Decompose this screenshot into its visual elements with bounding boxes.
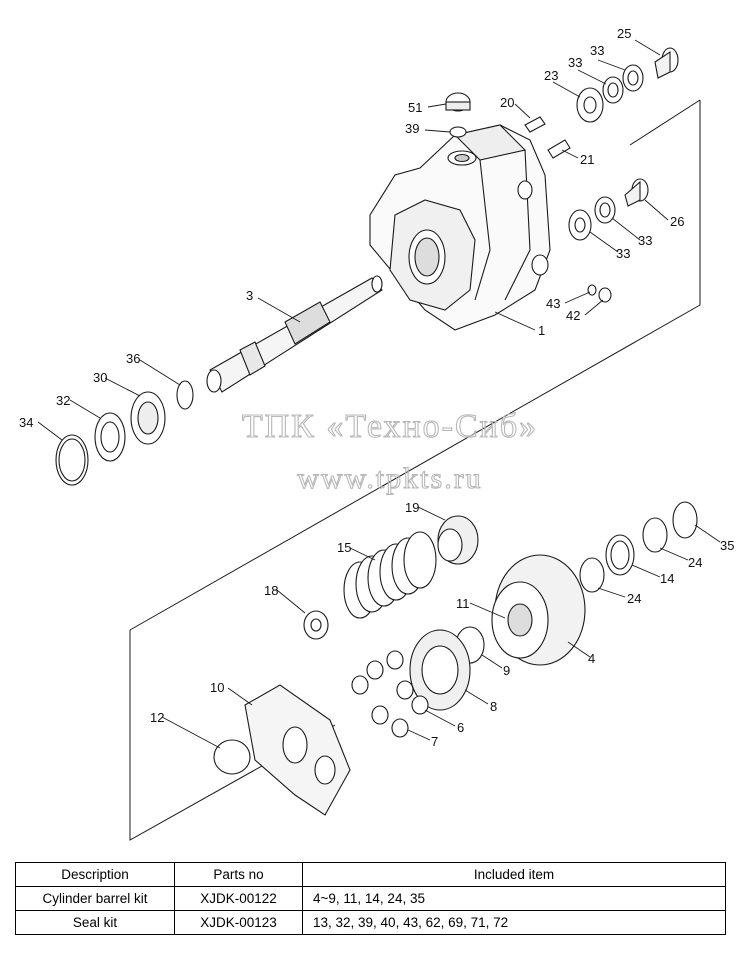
ring-24b <box>642 517 668 553</box>
header-parts-no: Parts no <box>174 862 303 887</box>
callout-51: 51 <box>408 100 422 115</box>
cell-parts-no: XJDK-00123 <box>174 910 303 935</box>
frame-line-upper <box>129 100 701 631</box>
bearing-and-rings <box>55 380 194 486</box>
leader-lines <box>37 39 721 749</box>
pistons-7 <box>351 650 429 738</box>
table-row: Seal kit XJDK-00123 13, 32, 39, 40, 43, … <box>15 910 726 935</box>
ball-12 <box>213 739 251 775</box>
rotating-group <box>213 501 698 816</box>
cell-description: Cylinder barrel kit <box>15 886 175 911</box>
callout-26: 26 <box>670 214 684 229</box>
cell-included-item: 13, 32, 39, 40, 43, 62, 69, 71, 72 <box>302 910 726 935</box>
callout-8: 8 <box>490 699 497 714</box>
callout-33: 33 <box>590 43 604 58</box>
callout-18: 18 <box>264 583 278 598</box>
callout-19: 19 <box>405 500 419 515</box>
callout-35: 35 <box>720 538 734 553</box>
small-hardware <box>445 47 679 303</box>
callout-1: 1 <box>538 323 545 338</box>
callout-32: 32 <box>56 393 70 408</box>
callout-3: 3 <box>246 288 253 303</box>
watermark-company: ТПК «Техно-Сиб» <box>242 408 538 445</box>
table-row: Cylinder barrel kit XJDK-00122 4~9, 11, … <box>15 886 726 911</box>
callout-11: 11 <box>456 596 470 611</box>
exploded-parts-diagram: ТПК «Техно-Сиб» www.tpkts.ru <box>19 26 734 841</box>
callout-42: 42 <box>566 308 580 323</box>
pump-housing <box>369 124 551 331</box>
callout-33: 33 <box>616 246 630 261</box>
watermark-url: www.tpkts.ru <box>297 462 482 495</box>
callout-labels: 25 33 33 23 51 20 39 21 26 33 33 43 42 1… <box>19 26 734 749</box>
parts-kit-table: Description Parts no Included item Cylin… <box>15 862 726 935</box>
callout-6: 6 <box>457 720 464 735</box>
callout-36: 36 <box>126 351 140 366</box>
table-header-row: Description Parts no Included item <box>15 862 726 887</box>
callout-30: 30 <box>93 370 107 385</box>
snap-ring-35 <box>672 501 698 539</box>
callout-43: 43 <box>546 296 560 311</box>
cell-description: Seal kit <box>15 910 175 935</box>
callout-25: 25 <box>617 26 631 41</box>
callout-21: 21 <box>580 152 594 167</box>
callout-23: 23 <box>544 68 558 83</box>
callout-24: 24 <box>627 591 641 606</box>
callout-15: 15 <box>337 540 351 555</box>
ring-24a <box>579 557 605 593</box>
header-description: Description <box>15 862 175 887</box>
callout-9: 9 <box>503 663 510 678</box>
header-included-item: Included item <box>302 862 726 887</box>
cell-parts-no: XJDK-00122 <box>174 886 303 911</box>
callout-4: 4 <box>588 651 595 666</box>
callout-34: 34 <box>19 415 33 430</box>
callout-24: 24 <box>688 555 702 570</box>
callout-7: 7 <box>431 734 438 749</box>
callout-12: 12 <box>150 710 164 725</box>
drive-shaft <box>206 275 383 393</box>
callout-20: 20 <box>500 95 514 110</box>
callout-10: 10 <box>210 680 224 695</box>
snap-ring-36 <box>176 380 194 410</box>
callout-33: 33 <box>638 233 652 248</box>
callout-33: 33 <box>568 55 582 70</box>
cell-included-item: 4~9, 11, 14, 24, 35 <box>302 886 726 911</box>
spring-15 <box>343 531 437 619</box>
callout-14: 14 <box>660 571 674 586</box>
callout-39: 39 <box>405 121 419 136</box>
